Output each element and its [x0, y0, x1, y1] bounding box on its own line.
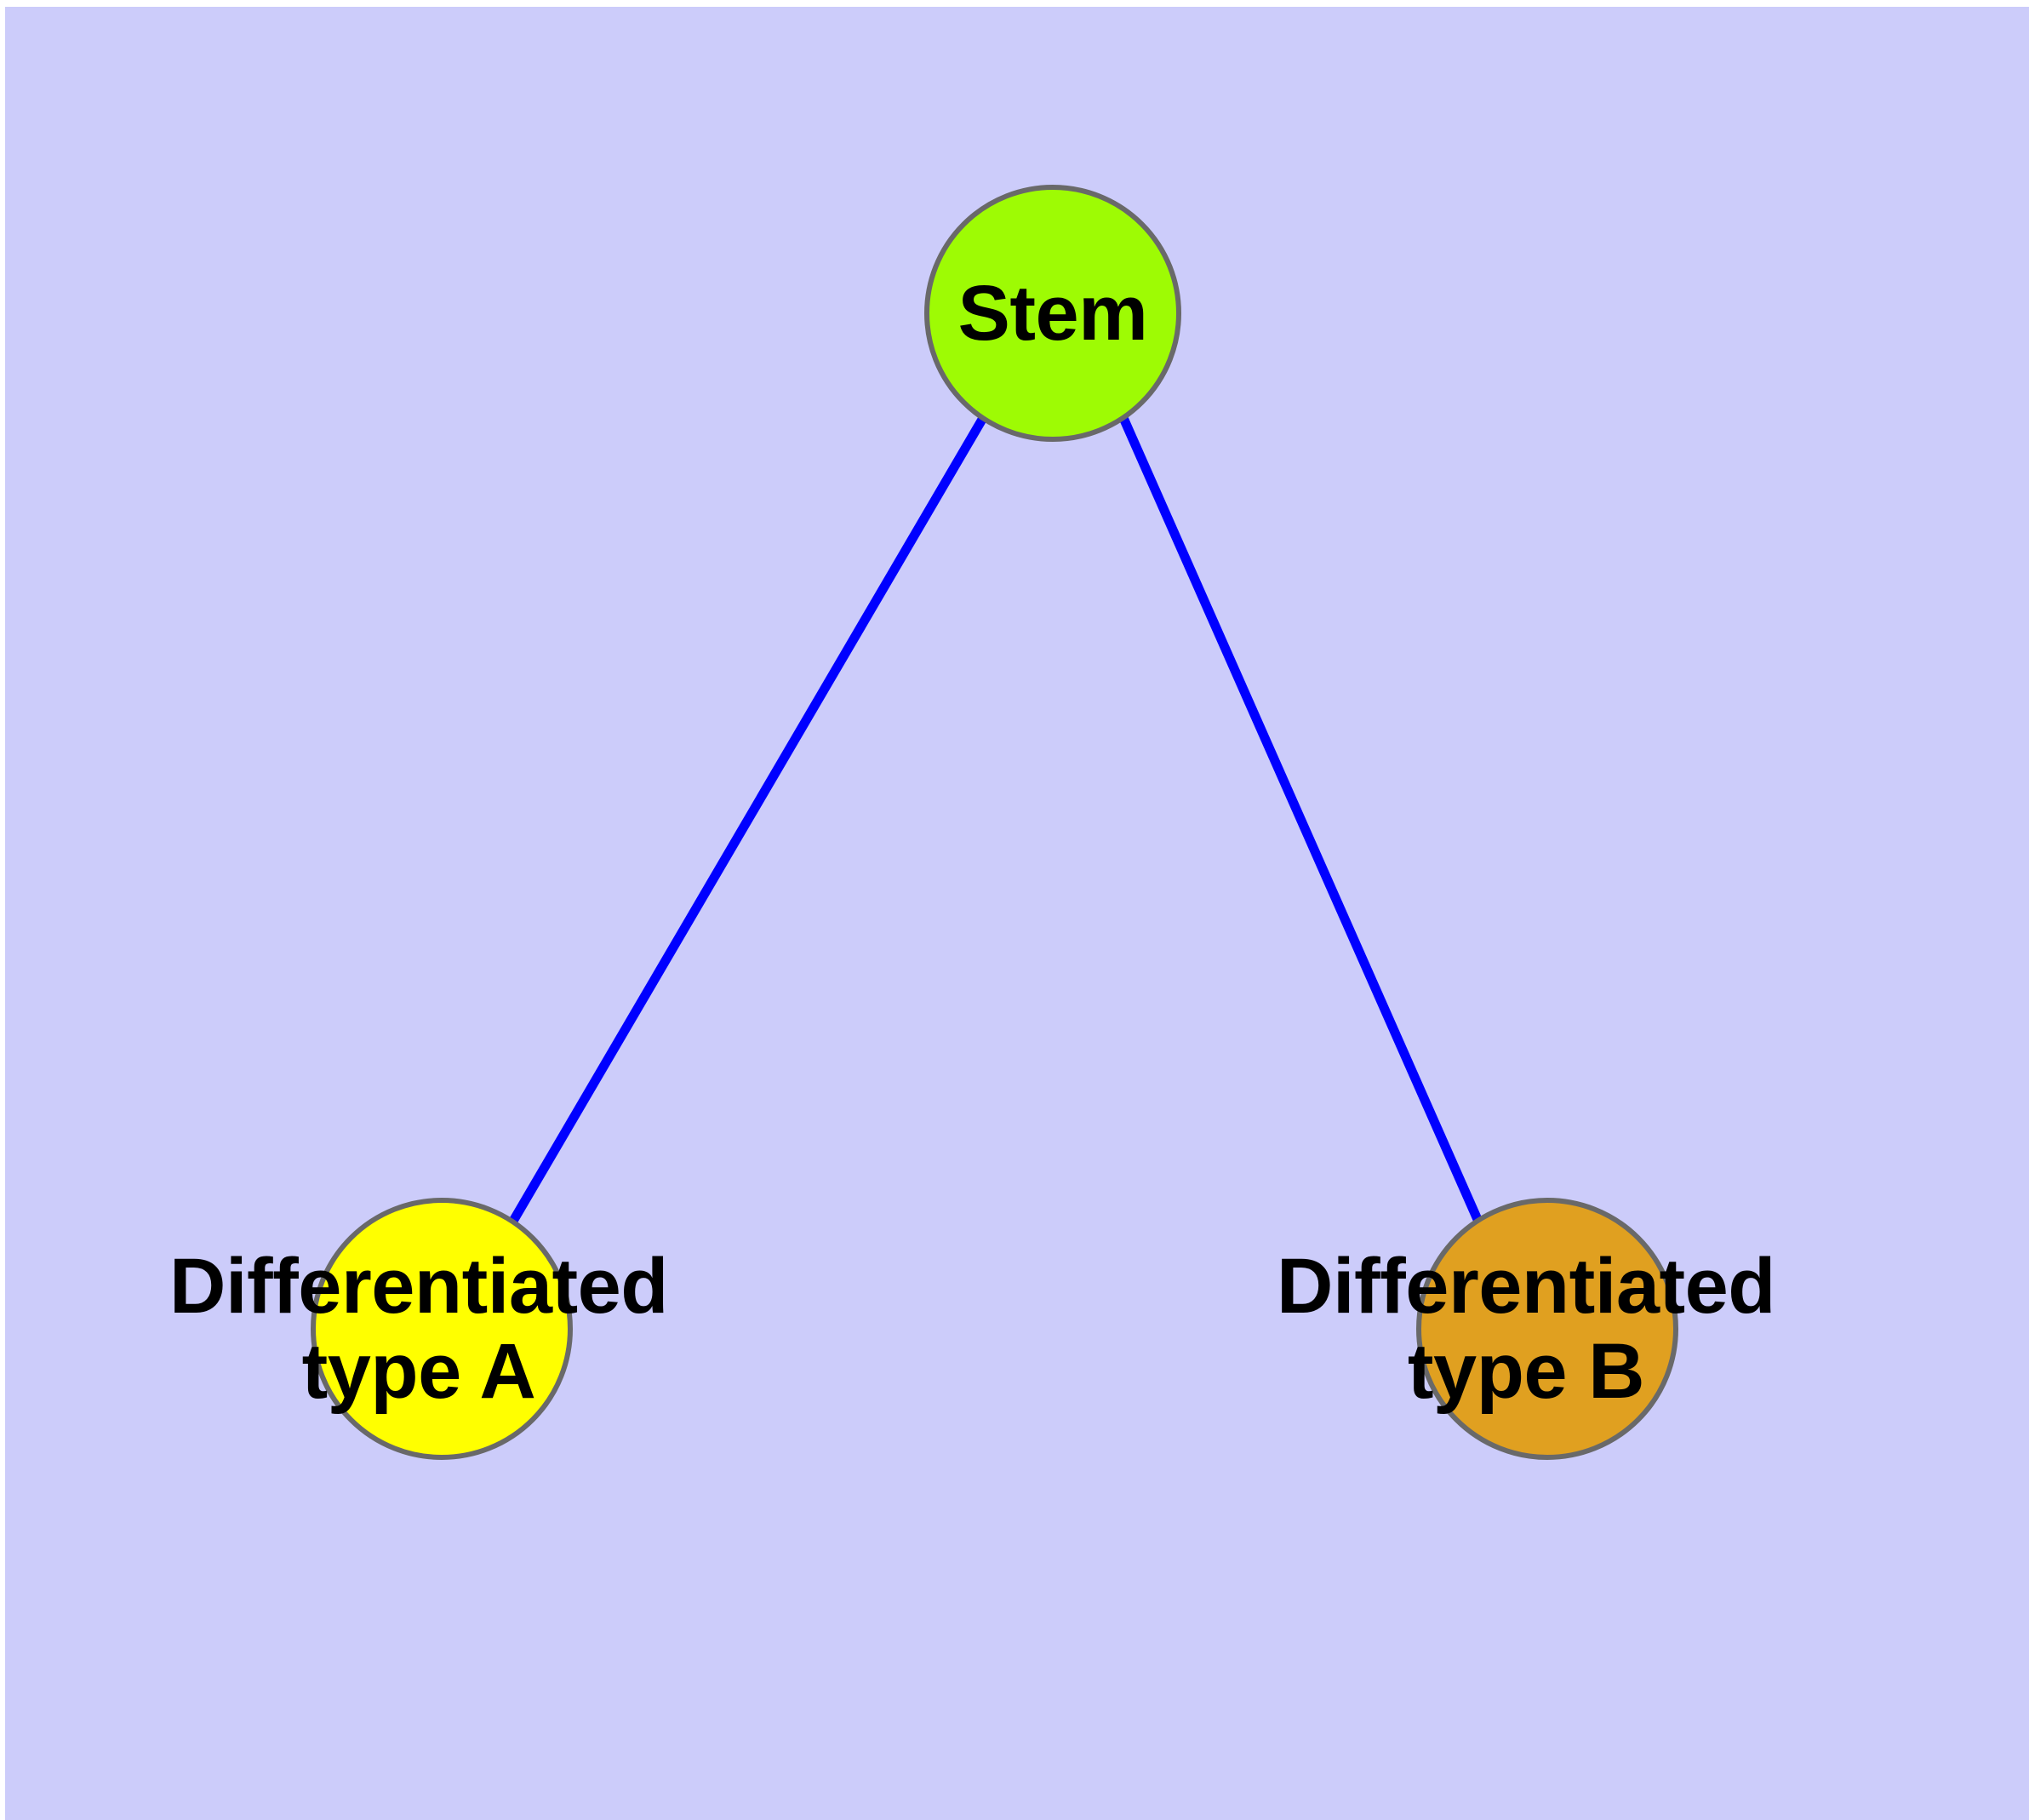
edge-stem-to-differentiated-type-b	[1118, 415, 1484, 1226]
edge-stem-to-differentiated-type-a	[508, 415, 987, 1225]
node-layer	[311, 185, 1678, 1460]
node-stem[interactable]	[924, 185, 1181, 442]
node-differentiated-type-a[interactable]	[311, 1198, 573, 1460]
node-differentiated-type-b[interactable]	[1416, 1198, 1678, 1460]
edge-layer	[508, 415, 1484, 1226]
